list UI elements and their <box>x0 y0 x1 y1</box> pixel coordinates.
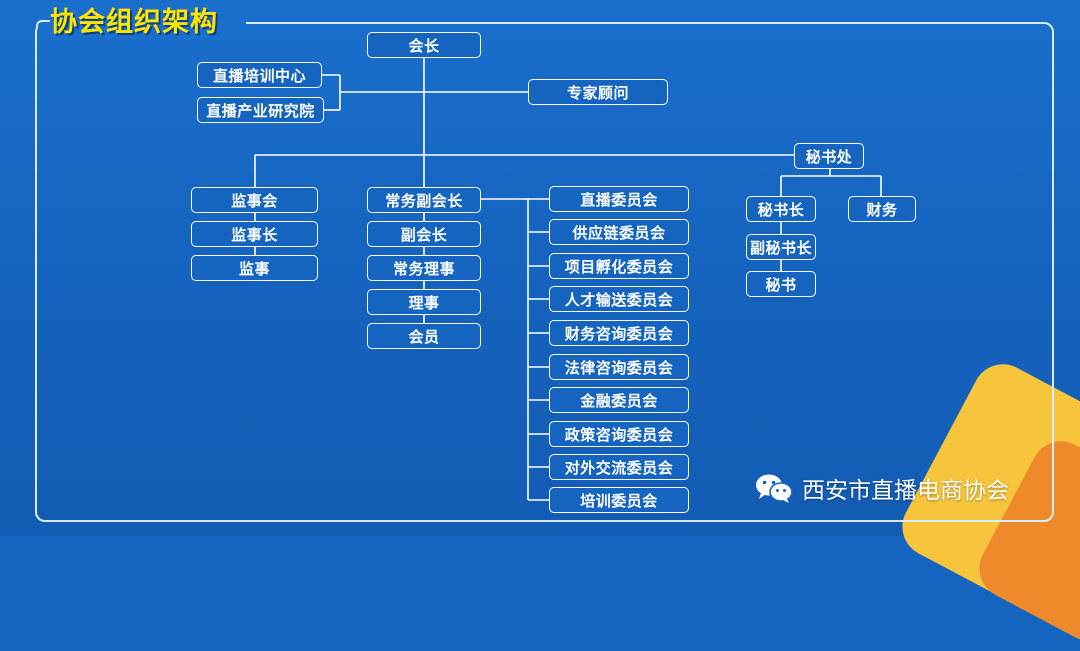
node-director: 理事 <box>367 289 481 315</box>
node-executive-vice-president: 常务副会长 <box>367 187 481 213</box>
node-committee: 金融委员会 <box>549 387 689 413</box>
node-committee: 直播委员会 <box>549 186 689 212</box>
node-executive-director: 常务理事 <box>367 255 481 281</box>
node-committee: 政策咨询委员会 <box>549 421 689 447</box>
content-frame <box>35 22 1054 522</box>
node-secretariat: 秘书处 <box>794 143 864 169</box>
node-deputy-secretary-general: 副秘书长 <box>746 234 816 260</box>
node-committee: 人才输送委员会 <box>549 286 689 312</box>
node-secretary-general: 秘书长 <box>746 196 816 222</box>
node-committee: 财务咨询委员会 <box>549 320 689 346</box>
connector-lines <box>254 57 882 501</box>
title-mask <box>38 6 246 40</box>
node-committee: 项目孵化委员会 <box>549 253 689 279</box>
node-vice-president: 副会长 <box>367 221 481 247</box>
watermark: 西安市直播电商协会 <box>754 470 1009 506</box>
node-president: 会长 <box>367 32 481 58</box>
watermark-text: 西安市直播电商协会 <box>802 478 1009 504</box>
node-supervisor: 监事 <box>191 255 318 281</box>
node-industry-institute: 直播产业研究院 <box>197 97 324 123</box>
wechat-icon <box>754 472 794 504</box>
node-chief-supervisor: 监事长 <box>191 221 318 247</box>
node-finance: 财务 <box>848 196 916 222</box>
page-title: 协会组织架构 <box>50 7 218 38</box>
node-committee: 对外交流委员会 <box>549 454 689 480</box>
node-committee: 法律咨询委员会 <box>549 354 689 380</box>
node-training-center: 直播培训中心 <box>197 62 322 88</box>
node-expert-advisor: 专家顾问 <box>528 79 668 105</box>
node-supervisory-board: 监事会 <box>191 187 318 213</box>
node-member: 会员 <box>367 323 481 349</box>
node-committee: 培训委员会 <box>549 487 689 513</box>
node-secretary: 秘书 <box>746 271 816 297</box>
node-committee: 供应链委员会 <box>549 219 689 245</box>
frame-corner <box>36 20 50 28</box>
